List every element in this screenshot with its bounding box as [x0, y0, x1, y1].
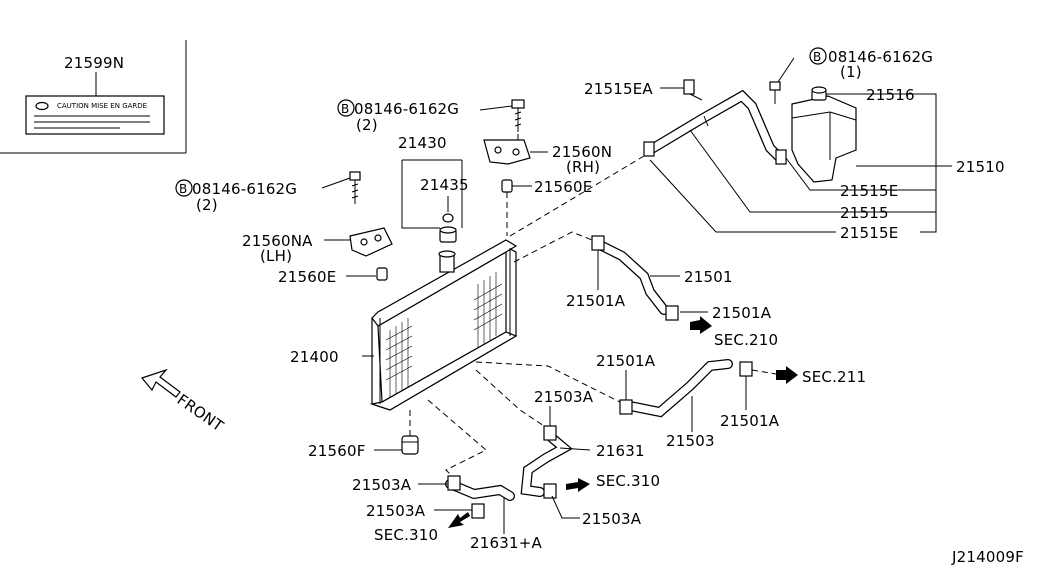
hose-clamp-21501A-3: [619, 399, 633, 415]
label-bolt-right-qty: (1): [840, 63, 862, 81]
label-21560F: 21560F: [308, 442, 366, 460]
mount-rubber-21560E-rh: [501, 179, 513, 193]
label-21510: 21510: [956, 158, 1005, 176]
caution-label-inset: 21599N CAUTION MISE EN GARDE: [0, 40, 187, 154]
mount-21560F: [401, 435, 419, 455]
bolt-marker-right: B: [809, 47, 827, 65]
hose-clamp-21501A-1: [591, 235, 605, 251]
hose-clamp-21501A-2: [665, 305, 679, 321]
label-21501A-a: 21501A: [566, 292, 626, 310]
caution-label-part-number: 21599N: [64, 54, 124, 72]
label-21515E-a: 21515E: [840, 182, 898, 200]
label-21435: 21435: [420, 176, 469, 194]
label-21515E-b: 21515E: [840, 224, 898, 242]
hose-clip-21515E-2: [775, 149, 787, 165]
bolt-marker-left: B: [175, 179, 193, 197]
sec211-arrow-icon: [776, 366, 798, 384]
label-sec210: SEC.210: [714, 331, 778, 349]
label-21503A-c: 21503A: [352, 476, 412, 494]
label-rh: (RH): [566, 158, 600, 176]
label-21400: 21400: [290, 348, 339, 366]
bracket-lh-21560NA: [349, 227, 393, 257]
hose-clip-21515E-1: [643, 141, 655, 157]
bolt-marker-top: B: [337, 99, 355, 117]
label-21430: 21430: [398, 134, 447, 152]
bracket-rh-21560N: [483, 139, 531, 165]
label-21560N: 21560N: [552, 143, 612, 161]
radiator-cap-21430: [439, 226, 457, 243]
label-21503A-d: 21503A: [366, 502, 426, 520]
radiator-21400: [369, 239, 518, 411]
svg-text:B: B: [179, 182, 187, 196]
label-sec211: SEC.211: [802, 368, 866, 386]
label-sec310-left: SEC.310: [374, 526, 438, 544]
hose-clip-21515EA: [683, 79, 703, 101]
label-lh: (LH): [260, 247, 292, 265]
bolt-left: [349, 171, 361, 204]
label-21503A-b: 21503A: [582, 510, 642, 528]
hose-clamp-21501A-4: [739, 361, 753, 377]
caution-label-logo-icon: [35, 101, 49, 111]
reservoir-tank-21510: [791, 95, 857, 183]
front-arrow-icon: FRONT: [140, 368, 228, 436]
svg-text:B: B: [341, 102, 349, 116]
label-21631A: 21631+A: [470, 534, 542, 552]
label-21560E-top: 21560E: [534, 178, 592, 196]
sec310-left-arrow-icon: [448, 512, 470, 528]
bolt-right: [769, 81, 781, 104]
mount-rubber-21560E-lh: [376, 267, 388, 281]
label-bolt-left-code: 08146-6162G: [192, 180, 297, 198]
label-bolt-left-qty: (2): [196, 196, 218, 214]
label-21631: 21631: [596, 442, 645, 460]
label-21560NA: 21560NA: [242, 232, 313, 250]
front-label: FRONT: [174, 391, 228, 436]
label-21503A-a: 21503A: [534, 388, 594, 406]
leader-lines: [321, 57, 952, 534]
label-21501: 21501: [684, 268, 733, 286]
diagram-id: J214009F: [951, 548, 1024, 566]
hose-clamp-21503A-1: [543, 425, 557, 441]
label-sec310-right: SEC.310: [596, 472, 660, 490]
label-21560E-left: 21560E: [278, 268, 336, 286]
drain-plug-21435: [442, 213, 454, 223]
hose-clamp-21503A-2: [543, 483, 557, 499]
label-21516: 21516: [866, 86, 915, 104]
sec310-right-arrow-icon: [566, 478, 590, 492]
label-bolt-right-code: 08146-6162G: [828, 48, 933, 66]
sec210-arrow-icon: [690, 316, 712, 334]
hose-clamp-21503A-4: [471, 503, 485, 519]
svg-text:B: B: [813, 50, 821, 64]
caution-label-text: CAUTION MISE EN GARDE: [57, 102, 147, 110]
label-21501A-d: 21501A: [720, 412, 780, 430]
label-bolt-top-code: 08146-6162G: [354, 100, 459, 118]
label-21501A-b: 21501A: [712, 304, 772, 322]
label-21515EA: 21515EA: [584, 80, 653, 98]
label-bolt-top-qty: (2): [356, 116, 378, 134]
bolt-top: [511, 99, 525, 132]
label-21503: 21503: [666, 432, 715, 450]
hose-clamp-21503A-3: [447, 475, 461, 491]
reservoir-cap-21516: [811, 86, 827, 101]
label-21515: 21515: [840, 204, 889, 222]
label-21501A-c: 21501A: [596, 352, 656, 370]
